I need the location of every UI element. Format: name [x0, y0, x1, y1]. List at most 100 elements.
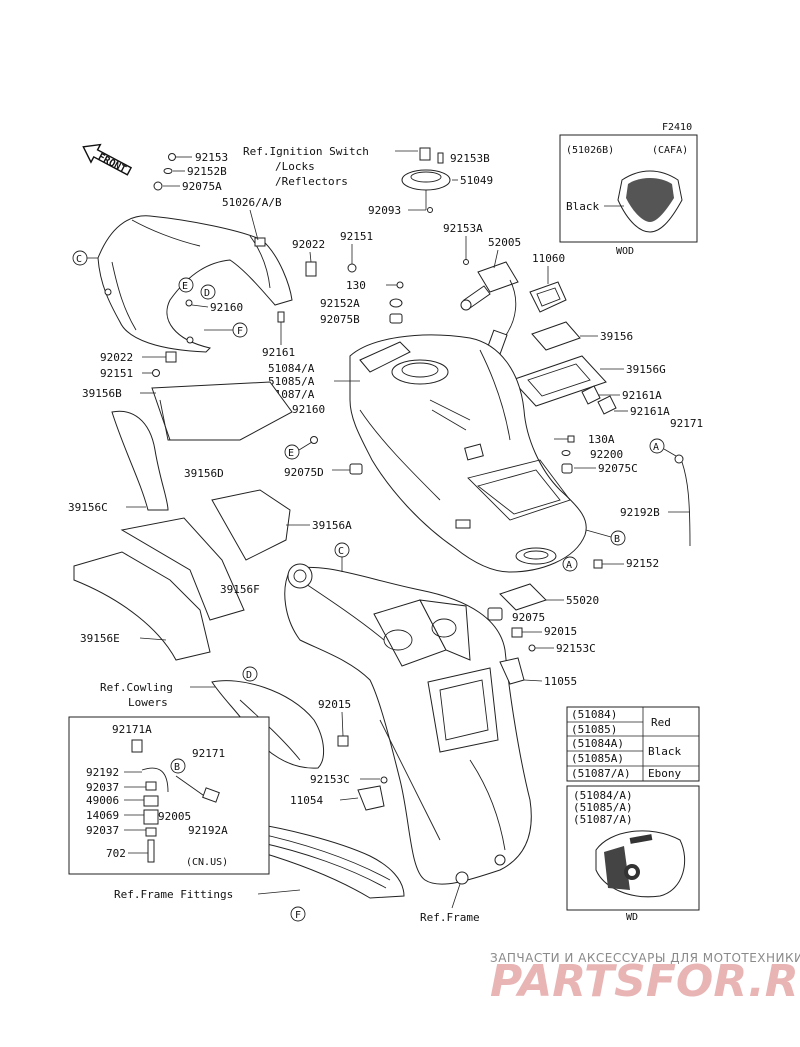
us-part-3: 92037: [86, 781, 119, 794]
label-ref-ignition: Ref.Ignition Switch: [243, 145, 369, 158]
label-39156: 39156: [600, 330, 633, 343]
clip-92161-icon: [277, 311, 285, 323]
label-51084: 51084/A: [268, 362, 315, 375]
label-92075d: 92075D: [284, 466, 324, 479]
callout-d-2: D: [242, 666, 258, 682]
label-39156a: 39156A: [312, 519, 352, 532]
label-reflectors: /Reflectors: [275, 175, 348, 188]
bolt-130a-icon: [554, 435, 575, 443]
us-part-5: 14069: [86, 809, 119, 822]
label-cowling-lowers: Lowers: [128, 696, 168, 709]
washer-92152-icon: [593, 559, 603, 569]
grommet-92075-icon: [487, 607, 503, 621]
label-ref-cowling: Ref.Cowling: [100, 681, 173, 694]
svg-text:F: F: [237, 326, 243, 337]
label-39156d: 39156D: [184, 467, 224, 480]
label-92152: 92152: [626, 557, 659, 570]
callout-c-2: C: [334, 542, 350, 558]
label-39156c: 39156C: [68, 501, 108, 514]
label-ref-frame: Ref.Frame: [420, 911, 480, 924]
label-92171a: 92171: [670, 417, 703, 430]
wod-code: (51026B): [566, 145, 614, 156]
label-39156e: 39156E: [80, 632, 120, 645]
damper-92161a-1: [581, 385, 601, 405]
bolt-92160b-icon: [310, 436, 318, 444]
grommet-92075b-icon: [389, 313, 403, 324]
color-row-5-code: (51087/A): [571, 767, 631, 780]
callout-a-2: A: [562, 556, 578, 572]
fuel-tank: [349, 334, 587, 573]
color-row-2-code: (51085): [571, 723, 617, 736]
wd-part-3: (51087/A): [573, 813, 633, 826]
label-130a: 130A: [588, 433, 615, 446]
wd-part-1: (51084/A): [573, 789, 633, 802]
label-92075b: 92075B: [320, 313, 360, 326]
label-92153b: 92153B: [450, 152, 490, 165]
color-row-4-code: (51085A): [571, 752, 624, 765]
inset-wd-box: (51084/A) (51085/A) (51087/A) WD: [566, 785, 700, 923]
wd-tag: WD: [626, 912, 638, 923]
label-92160b: 92160: [292, 403, 325, 416]
callout-f-1: F: [232, 322, 248, 338]
svg-text:B: B: [174, 762, 180, 773]
color-black: Black: [648, 745, 681, 758]
bolt-92153b-icon: [437, 152, 444, 164]
label-92022b: 92022: [100, 351, 133, 364]
callout-b-1: B: [610, 530, 626, 546]
bushing-92015-icon: [511, 627, 523, 638]
bolt-130-icon: [386, 281, 404, 289]
label-92151a: 92151: [340, 230, 373, 243]
us-part-6: 92037: [86, 824, 119, 837]
bracket-92022-icon: [305, 261, 317, 277]
clamp-92171-icon: [674, 454, 684, 464]
label-11055: 11055: [544, 675, 577, 688]
label-11060: 11060: [532, 252, 565, 265]
label-92152b: 92152B: [187, 165, 227, 178]
svg-text:D: D: [246, 670, 252, 681]
label-11054: 11054: [290, 794, 323, 807]
svg-text:E: E: [182, 281, 188, 292]
us-part-8: 92171: [192, 747, 225, 760]
label-92022a: 92022: [292, 238, 325, 251]
bracket-11054-icon: [357, 785, 385, 811]
callout-f-2: F: [290, 906, 306, 922]
bolt-92153c-icon: [528, 644, 536, 652]
label-92075: 92075: [512, 611, 545, 624]
fuel-cap: [401, 147, 451, 213]
pad-39156: [531, 321, 581, 351]
frame: [284, 563, 532, 885]
us-part-1: 92171A: [112, 723, 152, 736]
wod-tag: WOD: [616, 246, 634, 257]
gasket-11060: [529, 281, 567, 313]
bolt-92151-icon: [347, 263, 357, 273]
callout-d-1: D: [200, 284, 216, 300]
bolt-92153-icon: [168, 153, 192, 161]
label-51049: 51049: [460, 174, 493, 187]
us-part-10: 92192A: [188, 824, 228, 837]
figure-code: F2410: [662, 122, 692, 133]
callout-e-1: E: [178, 277, 194, 293]
label-92200: 92200: [590, 448, 623, 461]
tank-cover-cowl: [97, 215, 293, 353]
label-39156g: 39156G: [626, 363, 666, 376]
svg-text:E: E: [288, 448, 294, 459]
inset-wod-box: (51026B) (CAFA) Black WOD: [559, 134, 698, 257]
callout-c-1: C: [72, 250, 88, 266]
color-ebony: Ebony: [648, 767, 681, 780]
label-92152a: 92152A: [320, 297, 360, 310]
label-92153a: 92153A: [443, 222, 483, 235]
label-92153c: 92153C: [556, 642, 596, 655]
label-locks: /Locks: [275, 160, 315, 173]
label-92015a: 92015: [544, 625, 577, 638]
callout-b-2: B: [170, 758, 186, 774]
pad-39156b: [151, 381, 293, 441]
bracket-92022b-icon: [165, 351, 177, 363]
grommet-92075c-icon: [561, 463, 573, 474]
us-tag: (CN.US): [186, 857, 228, 868]
fuel-pump: [460, 259, 519, 355]
label-130: 130: [346, 279, 366, 292]
bolt-92160-icon: [185, 299, 193, 307]
label-39156b: 39156B: [82, 387, 122, 400]
label-ref-frame-fittings: Ref.Frame Fittings: [114, 888, 233, 901]
